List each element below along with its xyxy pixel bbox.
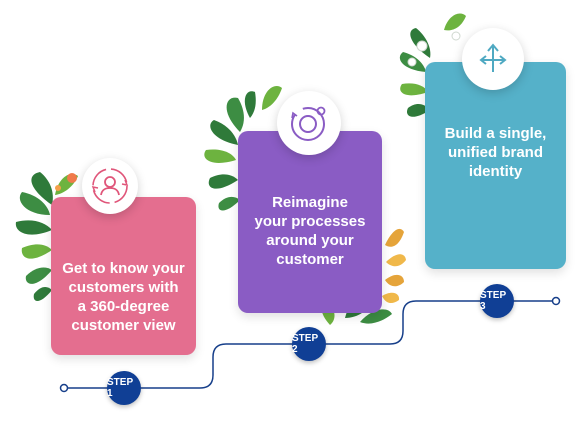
step3-icon-circle [462,28,524,90]
step2-text: Reimagine your processes around your cus… [254,194,366,268]
connector-start-dot [59,383,69,393]
step1-text: Get to know your customers with a 360-de… [62,260,185,334]
step3-card: Build a single, unified brand identity [425,62,566,269]
process-loop-icon [291,106,326,141]
step1-badge: STEP 1 [107,371,141,405]
step1-card: Get to know your customers with a 360-de… [51,197,196,355]
split-arrows-icon [479,43,507,72]
user-cycle-icon [91,168,129,204]
step2-icon-circle [277,91,341,155]
connector-end-dot [551,296,561,306]
leaf-cluster-middle-left [204,86,282,211]
step3-badge: STEP 3 [480,284,514,318]
leaf-cluster-left [15,172,78,302]
step3-text: Build a single, unified brand identity [444,125,547,180]
step2-badge: STEP 2 [292,327,326,361]
step2-card: Reimagine your processes around your cus… [238,131,382,313]
step1-icon-circle [82,158,138,214]
